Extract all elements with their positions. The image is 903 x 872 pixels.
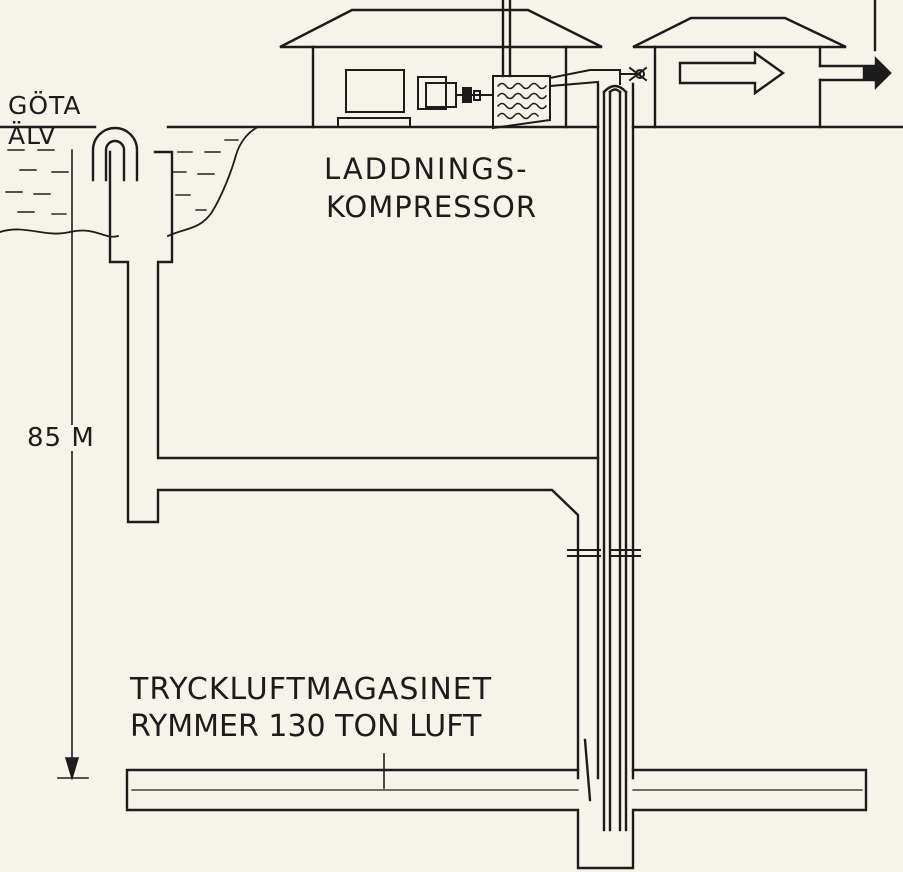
compressor-machinery xyxy=(337,66,648,130)
storage-capacity-label: RYMMER 130 TON LUFT xyxy=(130,709,482,744)
air-storage-tunnel xyxy=(125,753,868,870)
river-intake-pipe xyxy=(91,126,139,182)
compressor-label-line2: KOMPRESSOR xyxy=(326,190,538,224)
turbine-building xyxy=(632,0,892,129)
compressor-building xyxy=(279,0,603,129)
depth-label: 85 M xyxy=(25,423,97,453)
depth-dimension xyxy=(57,149,89,781)
water-shaft xyxy=(108,150,600,780)
storage-label: TRYCKLUFTMAGASINET xyxy=(130,672,493,707)
river-water xyxy=(0,125,260,238)
river-name-label-line2: ÄLV xyxy=(8,121,57,150)
river-name-label: GÖTA xyxy=(8,91,82,120)
air-shaft xyxy=(583,82,635,832)
compressor-label: LADDNINGS- xyxy=(324,152,529,186)
